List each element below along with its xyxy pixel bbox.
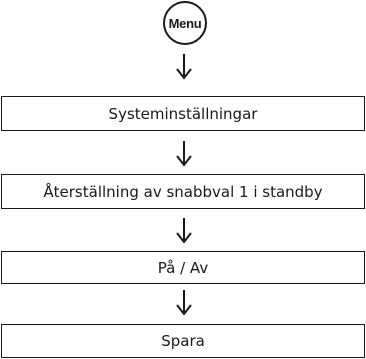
down-arrow-icon (176, 54, 192, 80)
step-label: Systeminställningar (108, 104, 258, 123)
step-save: Spara (1, 324, 365, 358)
down-arrow-icon (176, 141, 192, 167)
menu-key-label: Menu (168, 15, 202, 31)
step-on-off: På / Av (1, 251, 365, 284)
step-system-settings: Systeminställningar (1, 96, 365, 131)
step-label: Återställning av snabbval 1 i standby (43, 182, 323, 201)
down-arrow-icon (176, 290, 192, 316)
menu-key: Menu (163, 1, 207, 45)
step-label: På / Av (157, 258, 209, 277)
step-speed-dial-reset: Återställning av snabbval 1 i standby (1, 174, 365, 209)
step-label: Spara (161, 332, 205, 350)
down-arrow-icon (176, 218, 192, 244)
